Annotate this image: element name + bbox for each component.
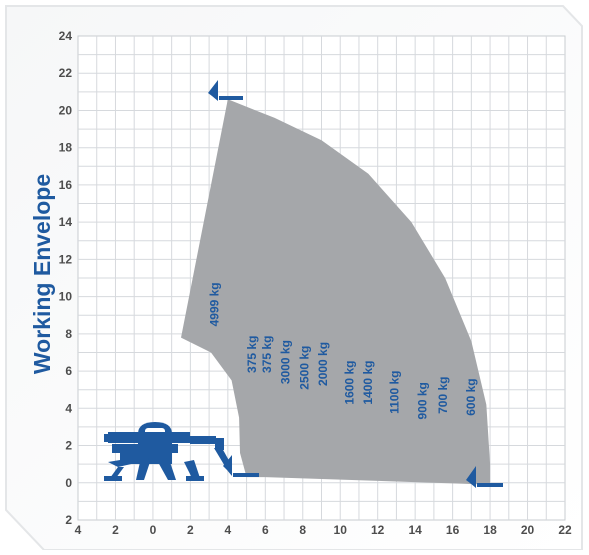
x-tick-label: 18 xyxy=(483,523,497,537)
y-tick-label: 6 xyxy=(65,364,72,378)
load-label: 700 kg xyxy=(436,377,450,414)
y-tick-label: 16 xyxy=(59,178,73,192)
y-tick-label: 2 xyxy=(65,513,72,527)
x-tick-label: 10 xyxy=(334,523,348,537)
y-tick-label: 14 xyxy=(59,215,73,229)
y-tick-label: 10 xyxy=(59,290,73,304)
load-label: 2000 kg xyxy=(316,342,330,386)
load-label: 1400 kg xyxy=(361,361,375,405)
load-label: 600 kg xyxy=(464,378,478,415)
x-tick-label: 20 xyxy=(521,523,535,537)
load-label: 3000 kg xyxy=(279,340,293,384)
telehandler-machine-icon xyxy=(104,422,232,481)
x-tick-label: 16 xyxy=(446,523,460,537)
x-tick-label: 12 xyxy=(371,523,385,537)
load-label: 1100 kg xyxy=(387,371,401,414)
y-tick-label: 4 xyxy=(65,401,72,415)
y-tick-label: 0 xyxy=(65,476,72,490)
y-tick-label: 12 xyxy=(59,252,73,266)
y-tick-label: 22 xyxy=(59,66,73,80)
y-tick-label: 24 xyxy=(59,29,73,43)
x-tick-label: 8 xyxy=(299,523,306,537)
working-envelope-area xyxy=(181,99,491,485)
x-tick-label: 4 xyxy=(75,523,82,537)
x-tick-label: 0 xyxy=(150,523,157,537)
load-label: 1600 kg xyxy=(342,361,356,405)
load-label: 900 kg xyxy=(415,382,429,419)
y-tick-label: 2 xyxy=(65,439,72,453)
chart-title: Working Envelope xyxy=(29,174,55,374)
boom-tip-top-icon xyxy=(208,80,243,101)
load-label: 375 kg xyxy=(260,336,274,373)
y-tick-label: 8 xyxy=(65,327,72,341)
x-tick-label: 14 xyxy=(408,523,422,537)
load-label: 4999 kg xyxy=(207,282,221,326)
x-tick-label: 2 xyxy=(187,523,194,537)
load-label: 2500 kg xyxy=(297,346,311,390)
x-tick-label: 6 xyxy=(262,523,269,537)
y-tick-label: 20 xyxy=(59,103,73,117)
y-tick-label: 18 xyxy=(59,141,73,155)
x-tick-label: 2 xyxy=(112,523,119,537)
load-label: 375 kg xyxy=(245,336,259,373)
x-tick-label: 4 xyxy=(225,523,232,537)
x-tick-label: 22 xyxy=(558,523,572,537)
boom-tip-right-icon xyxy=(466,466,503,488)
